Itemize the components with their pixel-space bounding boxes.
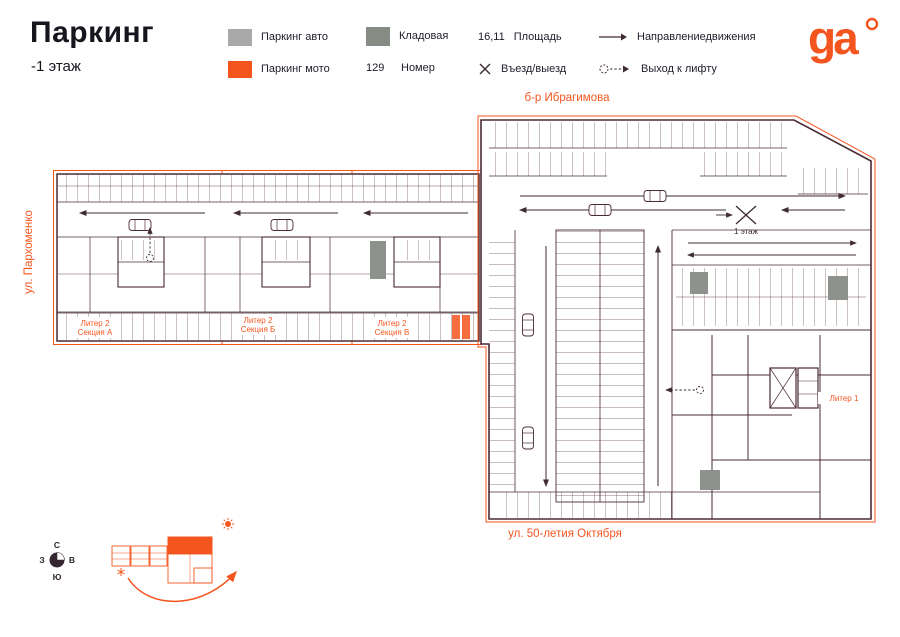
legend-column-area: 16,11 Площадь Въезд/выезд	[478, 27, 566, 79]
moto-stall	[462, 315, 470, 339]
logo-text: ga	[808, 12, 859, 64]
compass-east: В	[69, 555, 75, 565]
street-label-left: ул. Пархоменко	[23, 210, 35, 294]
legend-elevator-label: Выход к лифту	[641, 63, 717, 75]
compass-rose: С Ю З В	[39, 540, 75, 582]
legend-number-label: Номер	[401, 62, 435, 74]
sun-icon	[222, 518, 234, 530]
ga-logo-icon: ga	[808, 12, 879, 64]
storage-room	[690, 272, 708, 294]
legend-moto-label: Паркинг мото	[261, 63, 330, 75]
legend-area-example: 16,11	[478, 31, 505, 43]
stair-core	[117, 236, 165, 288]
section-v-label-2: Секция В	[375, 328, 410, 337]
left-wing: Литер 2 Секция А Литер 2 Секция Б Литер …	[53, 170, 482, 345]
car-icon	[522, 313, 534, 337]
car-icon	[270, 219, 294, 231]
storage-swatch-icon	[366, 26, 390, 46]
floor-subtitle: -1 этаж	[31, 58, 81, 75]
section-b-label-1: Литер 2	[244, 316, 273, 325]
drive-direction-arrows-right-lane	[687, 240, 857, 258]
legend-item-area: 16,11 Площадь	[478, 27, 566, 47]
floor-mark-label: 1 этаж	[734, 227, 759, 236]
parking-auto-swatch-icon	[228, 28, 252, 46]
elevator-exit-symbol	[665, 386, 704, 394]
right-block: 1 этаж	[477, 115, 876, 523]
street-label-top: б-р Ибрагимова	[525, 92, 611, 104]
star-mark-icon	[117, 568, 125, 576]
car-icon	[643, 190, 667, 202]
section-a-label-1: Литер 2	[81, 319, 110, 328]
site-plan-highlight	[167, 536, 213, 555]
section-a-label-2: Секция А	[78, 328, 113, 337]
page-title: Паркинг	[30, 16, 155, 49]
liter1-core	[672, 335, 871, 519]
compass-north: С	[54, 540, 60, 550]
rotation-arrow	[127, 570, 237, 602]
entry-exit-mark: 1 этаж	[716, 205, 759, 236]
legend-item-number: 129 Номер	[366, 58, 448, 78]
legend-item-entry: Въезд/выезд	[478, 59, 566, 79]
storage-room	[828, 276, 848, 300]
drive-direction-arrows-vertical-lanes	[543, 245, 661, 487]
section-b-label-2: Секция Б	[241, 325, 276, 334]
legend-item-elevator: Выход к лифту	[598, 59, 756, 79]
drive-direction-arrows-top-lane	[519, 193, 846, 213]
stair-core	[393, 236, 441, 288]
legend-area-label: Площадь	[513, 31, 562, 43]
section-v-label-1: Литер 2	[378, 319, 407, 328]
legend-item-parking-moto: Паркинг мото	[228, 59, 330, 79]
legend-direction-label: Направлениедвижения	[637, 31, 756, 43]
street-label-bottom: ул. 50-летия Октября	[508, 528, 622, 540]
car-icon	[522, 426, 534, 450]
legend-item-direction: Направлениедвижения	[598, 27, 756, 47]
storage-room	[370, 241, 386, 279]
stair-core	[261, 236, 311, 288]
legend-column-storage: Кладовая 129 Номер	[366, 26, 448, 78]
liter1-label: Литер 1	[830, 394, 859, 403]
entry-exit-icon	[479, 63, 491, 75]
storage-room	[700, 470, 720, 490]
parking-moto-swatch-icon	[228, 60, 252, 78]
legend-column-parking: Паркинг авто Паркинг мото	[228, 27, 330, 79]
legend-column-direction: Направлениедвижения Выход к лифту	[598, 27, 756, 79]
legend-storage-label: Кладовая	[399, 30, 449, 42]
mini-site-plan	[111, 518, 237, 602]
car-icon	[128, 219, 152, 231]
company-logo: ga	[806, 12, 880, 73]
elevator-exit-symbol	[146, 227, 154, 262]
elevator-exit-icon	[599, 64, 629, 74]
legend-item-parking-auto: Паркинг авто	[228, 27, 330, 47]
compass-south: Ю	[53, 572, 62, 582]
compass-west: З	[39, 555, 44, 565]
legend-entry-label: Въезд/выезд	[501, 63, 567, 75]
car-icon	[588, 204, 612, 216]
moto-stall	[452, 315, 460, 339]
legend-auto-label: Паркинг авто	[261, 31, 328, 43]
direction-arrow-icon	[599, 33, 627, 41]
legend-number-example: 129	[366, 62, 385, 74]
legend-item-storage: Кладовая	[366, 26, 448, 46]
